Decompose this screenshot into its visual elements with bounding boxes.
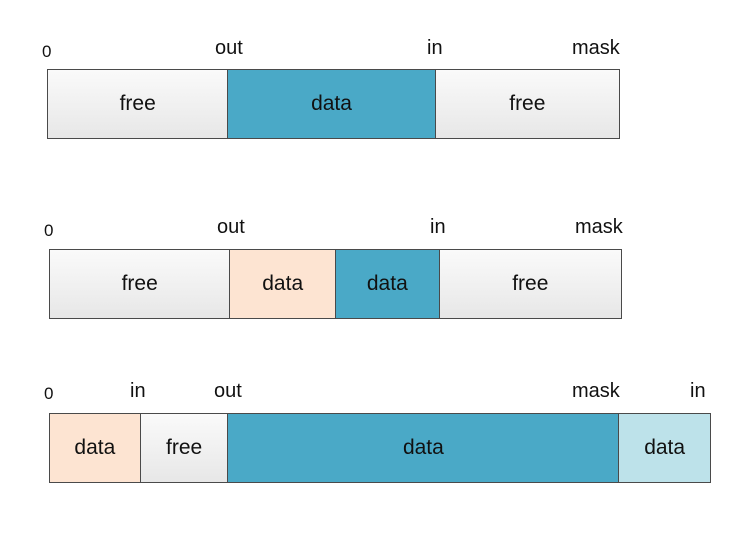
mask-label: mask	[575, 216, 623, 238]
free-segment: free	[48, 70, 229, 138]
zero-label: 0	[42, 42, 52, 61]
data-segment: data	[50, 414, 141, 482]
out-label: out	[215, 37, 243, 59]
buffer-bar: data free data data	[49, 413, 711, 483]
free-segment: free	[50, 250, 231, 318]
in-label: in	[690, 380, 706, 402]
data-segment: data	[228, 70, 436, 138]
out-label: out	[214, 380, 242, 402]
free-segment: free	[435, 70, 620, 138]
zero-label: 0	[44, 384, 54, 403]
data-segment: data	[336, 250, 440, 318]
in-label: in	[130, 380, 146, 402]
out-label: out	[217, 216, 245, 238]
data-segment: data	[230, 250, 336, 318]
in-label: in	[430, 216, 446, 238]
buffer-bar: free data data free	[49, 249, 622, 319]
mask-label: mask	[572, 380, 620, 402]
free-segment: free	[439, 250, 621, 318]
mask-label: mask	[572, 37, 620, 59]
data-segment: data	[228, 414, 620, 482]
buffer-bar: free data free	[47, 69, 620, 139]
data-segment: data	[619, 414, 710, 482]
zero-label: 0	[44, 221, 54, 240]
free-segment: free	[140, 414, 229, 482]
in-label: in	[427, 37, 443, 59]
